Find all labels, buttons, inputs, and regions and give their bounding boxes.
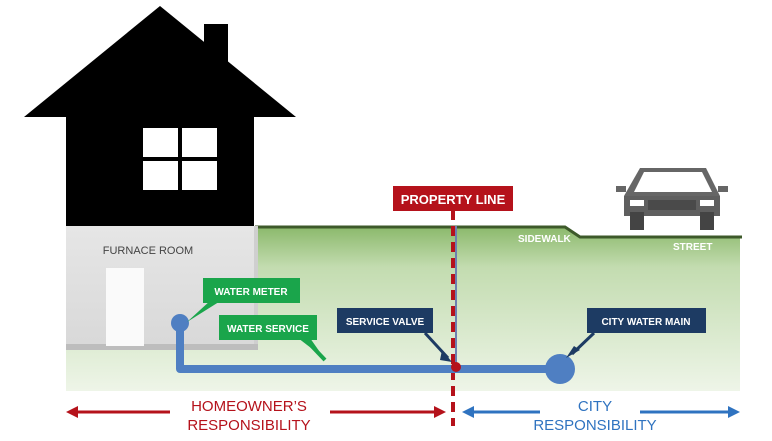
city-water-main-icon: [545, 354, 575, 384]
svg-text:WATER SERVICE: WATER SERVICE: [227, 324, 309, 335]
water-service-callout: WATER SERVICE: [219, 315, 327, 362]
property-line: PROPERTY LINE: [393, 186, 513, 426]
house-icon: [24, 6, 296, 228]
car-icon: [616, 168, 728, 230]
homeowner-responsibility: HOMEOWNER’S RESPONSIBILITY: [66, 398, 446, 434]
city-responsibility: CITY RESPONSIBILITY: [462, 398, 740, 434]
svg-text:WATER METER: WATER METER: [214, 287, 288, 298]
furnace-room-label: FURNACE ROOM: [103, 245, 193, 257]
window-icon: [143, 128, 217, 190]
city-water-main-callout: CITY WATER MAIN: [566, 308, 706, 358]
sidewalk-label: SIDEWALK: [518, 234, 572, 245]
svg-text:HOMEOWNER’S: HOMEOWNER’S: [191, 398, 307, 415]
svg-text:RESPONSIBILITY: RESPONSIBILITY: [533, 417, 656, 434]
service-valve-callout: SERVICE VALVE: [337, 308, 452, 362]
svg-text:CITY: CITY: [578, 398, 612, 415]
water-meter-icon: [171, 314, 189, 332]
water-meter-callout: WATER METER: [187, 278, 300, 322]
water-pipe: [171, 314, 575, 384]
property-line-label: PROPERTY LINE: [401, 192, 506, 207]
svg-text:RESPONSIBILITY: RESPONSIBILITY: [187, 417, 310, 434]
svg-text:CITY WATER MAIN: CITY WATER MAIN: [601, 317, 690, 328]
door: [106, 268, 144, 346]
street-label: STREET: [673, 242, 712, 253]
svg-text:SERVICE VALVE: SERVICE VALVE: [346, 317, 425, 328]
service-valve-icon: [451, 362, 461, 372]
